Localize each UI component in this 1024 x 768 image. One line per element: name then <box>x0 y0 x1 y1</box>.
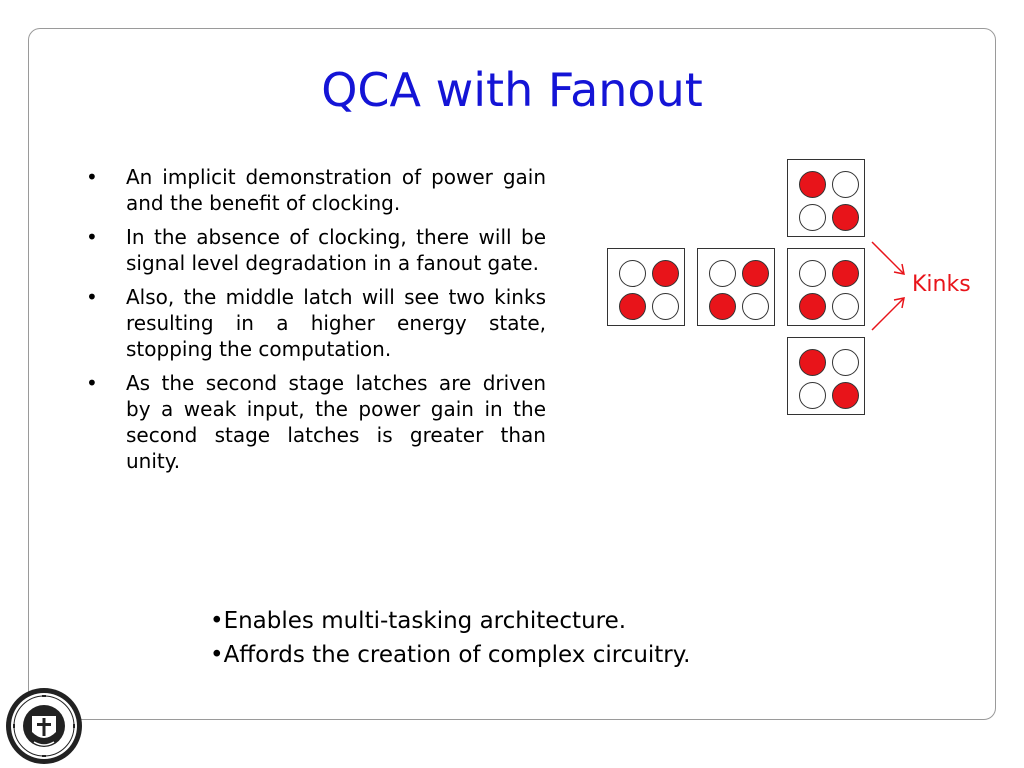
summary-point: •Enables multi-tasking architecture. <box>210 608 627 634</box>
quantum-dot <box>619 293 646 320</box>
bullet-item: • As the second stage latches are driven … <box>86 370 546 474</box>
bullet-item: • An implicit demonstration of power gain… <box>86 164 546 216</box>
quantum-dot <box>799 349 826 376</box>
summary-points: •Enables multi-tasking architecture. •Af… <box>210 604 690 672</box>
bullet-text: Also, the middle latch will see two kink… <box>126 285 546 361</box>
quantum-dot <box>742 293 769 320</box>
university-seal-logo <box>6 688 82 764</box>
bullet-text: As the second stage latches are driven b… <box>126 371 546 473</box>
bullet-marker: • <box>86 165 98 189</box>
qca-cell-center <box>787 248 865 326</box>
quantum-dot <box>832 293 859 320</box>
kinks-label: Kinks <box>912 272 971 297</box>
quantum-dot <box>832 382 859 409</box>
arrow-line-lower <box>871 297 905 331</box>
qca-cell-top <box>787 159 865 237</box>
qca-cell-left <box>607 248 685 326</box>
slide-title: QCA with Fanout <box>321 63 703 117</box>
bullet-list: • An implicit demonstration of power gain… <box>86 164 546 482</box>
quantum-dot <box>619 260 646 287</box>
arrow-head-upper <box>893 263 905 275</box>
quantum-dot <box>652 293 679 320</box>
quantum-dot <box>799 293 826 320</box>
summary-point: •Affords the creation of complex circuit… <box>210 642 691 668</box>
quantum-dot <box>709 293 736 320</box>
quantum-dot <box>832 204 859 231</box>
quantum-dot <box>799 260 826 287</box>
quantum-dot <box>799 382 826 409</box>
quantum-dot <box>709 260 736 287</box>
slide-frame <box>28 28 996 720</box>
arrow-head-lower <box>893 297 905 309</box>
bullet-text: In the absence of clocking, there will b… <box>126 225 546 275</box>
qca-cell-bottom <box>787 337 865 415</box>
bullet-marker: • <box>86 285 98 309</box>
quantum-dot <box>799 171 826 198</box>
quantum-dot <box>832 260 859 287</box>
bullet-item: • Also, the middle latch will see two kin… <box>86 284 546 362</box>
bullet-text: An implicit demonstration of power gain … <box>126 165 546 215</box>
quantum-dot <box>799 204 826 231</box>
bullet-item: • In the absence of clocking, there will … <box>86 224 546 276</box>
arrow-line-upper <box>871 241 905 275</box>
qca-cell-mid-left <box>697 248 775 326</box>
bullet-marker: • <box>86 225 98 249</box>
quantum-dot <box>742 260 769 287</box>
quantum-dot <box>652 260 679 287</box>
bullet-marker: • <box>86 371 98 395</box>
quantum-dot <box>832 349 859 376</box>
quantum-dot <box>832 171 859 198</box>
kink-arrows <box>871 241 905 331</box>
